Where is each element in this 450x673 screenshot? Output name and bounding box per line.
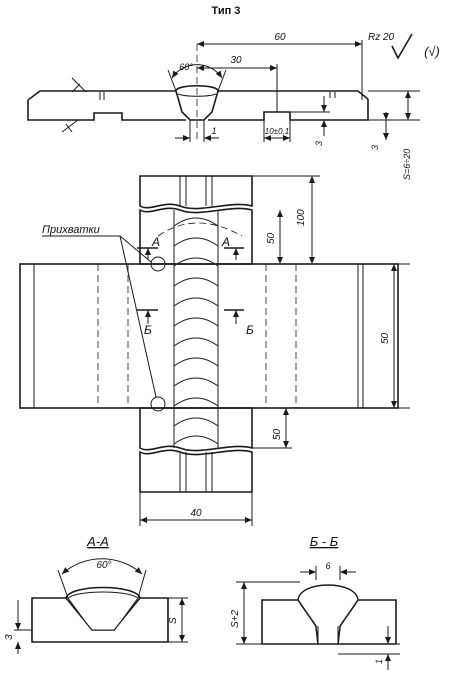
tack-marker [150,256,166,272]
top-section-view: 60 30 60° Rz 20 (√) 1 10±0,1 3 [27,32,440,180]
section-b-right-label: Б [246,323,254,337]
roughness-label: Rz 20 [368,32,395,43]
angle-60-label: 60° [179,62,193,72]
section-a-left-label: А [151,235,160,249]
weld-symbol-icon [61,119,79,133]
dim-10-label: 10±0,1 [265,127,289,136]
dim-3b-label: 3 [370,145,380,150]
section-aa-s-label: S [168,617,179,624]
section-bb-title: Б - Б [310,534,339,549]
section-aa-angle-label: 60° [96,560,111,571]
tack-label: Прихватки [42,224,100,236]
dim-60-label: 60 [274,32,286,43]
drawing-title: Тип 3 [212,5,241,17]
section-bb-view: Б - Б 6 S+2 1 [230,534,400,670]
dim-50-right-label: 50 [380,332,391,344]
roughness-paren-label: (√) [424,44,440,59]
tack-marker [150,396,166,412]
section-bb-dim6-label: 6 [325,561,330,571]
dim-50-bottom-label: 50 [272,428,283,440]
dim-50-top-label: 50 [266,232,277,244]
dim-40-label: 40 [190,508,202,519]
dim-100-label: 100 [296,209,307,226]
dim-3a-label: 3 [314,141,324,146]
weld-symbol-icon [71,77,87,93]
section-aa-title: А-А [86,534,109,549]
section-a-right-label: А [221,235,230,249]
plan-view: Прихватки А А Б Б 100 50 50 50 40 [19,175,410,526]
roughness-check-icon [391,33,413,60]
dim-30-label: 30 [230,55,242,66]
section-aa-dim3-label: 3 [4,634,15,640]
section-bb-s2-label: S+2 [230,609,241,628]
section-aa-view: А-А 60° 3 S [4,534,188,654]
dim-1-label: 1 [211,126,216,136]
section-bb-dim1-label: 1 [374,659,384,664]
section-b-left-label: Б [144,323,152,337]
dim-s-label: S=6÷20 [402,149,412,180]
